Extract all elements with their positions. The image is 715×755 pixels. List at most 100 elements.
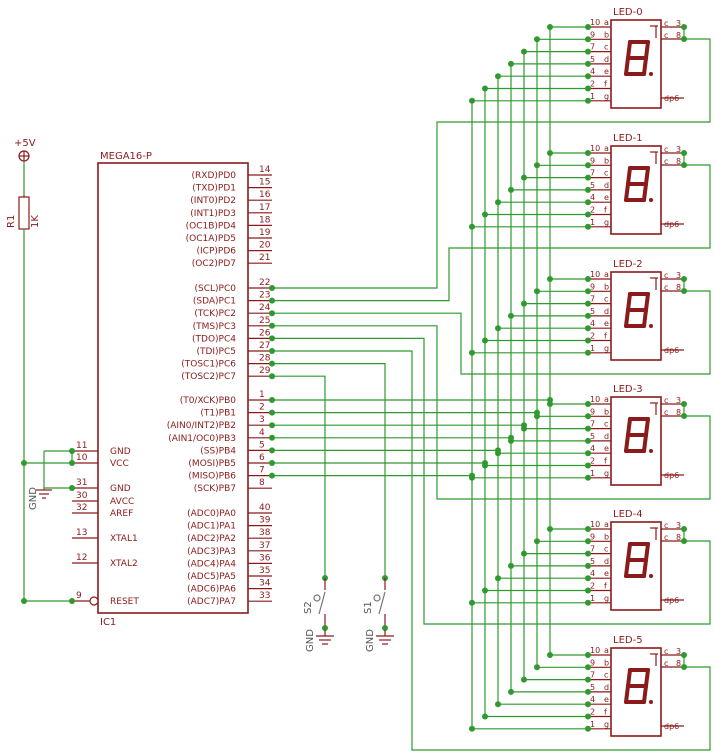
pb-dot-2 [269,422,275,429]
led-pin-seg-0-1: b [604,30,609,39]
led-dp-label-5: dp6 [664,722,679,731]
led-pin-seg-0-2: c [604,43,608,52]
ic-left-pin-name-5: XTAL1 [110,534,138,544]
led-pin-num-5-6: 1 [590,720,595,729]
ic-pin-num-29: 29 [259,366,271,376]
ic-designator: IC1 [100,617,116,628]
led-pin-num-5-3: 5 [590,683,595,692]
ic-pin-num-27: 27 [259,341,270,351]
led-pin-num-5-2: 7 [590,671,595,680]
reset-pin-dot [69,598,75,604]
led-pin-num-2-4: 4 [590,319,595,328]
ic-pin-name-40: (ADC0)PA0 [187,509,236,519]
ic-pin-name-38: (ADC2)PA2 [187,534,236,544]
led-pin-num-4-0: 10 [590,520,600,529]
switch-gnd-label-S1: GND [365,629,376,652]
led-common-num-0-1: 8 [676,31,681,40]
led-pin-seg-5-4: e [604,695,609,704]
led-segment-0-1 [644,40,650,60]
led-pin-seg-4-0: a [604,520,609,529]
ic-pin-num-1: 1 [259,390,265,400]
ic-pin-name-23: (SDA)PC1 [193,297,236,307]
ic-pin-num-38: 38 [259,528,271,538]
led-dp-dot-2 [649,324,653,328]
pb-dot-3 [269,434,275,441]
ic-pin-num-35: 35 [259,566,270,576]
led-common-name-3-0: c [664,396,668,405]
ic-pin-name-4: (AIN1/OC0)PB3 [168,434,236,444]
ic-pin-name-36: (ADC4)PA4 [187,559,236,569]
led-pin-num-1-1: 9 [590,156,595,165]
led-pin-num-1-3: 5 [590,181,595,190]
led-pin-seg-5-2: c [604,671,608,680]
led-common-name-0-1: c [664,31,668,40]
led-pin-seg-0-4: e [604,67,609,76]
ic-pin-name-5: (SS)PB4 [200,446,236,456]
led-name-1: LED-1 [613,133,643,144]
pb-bus-dot-1 [534,409,540,416]
ic-pin-num-24: 24 [259,303,271,313]
led-pin-num-3-0: 10 [590,395,600,404]
led-segment-0-4 [624,56,630,76]
ic-pin-num-5: 5 [259,440,265,450]
led-pin-seg-5-3: d [604,683,609,692]
ic-pin-num-6: 6 [259,453,265,463]
pb-bus-dot-2 [521,422,527,429]
ic-left-pin-name-6: XTAL2 [110,559,138,569]
pb-dot-1 [269,409,275,416]
ic-pin-name-22: (SCL)PC0 [195,284,237,294]
led-digit-1 [624,166,653,202]
pc-route-2 [272,290,711,375]
led-pin-num-0-2: 7 [590,43,595,52]
ic-pin-num-34: 34 [259,579,271,589]
led-pin-seg-1-2: c [604,169,608,178]
pc7-dot [269,373,275,380]
led-segment-4-4 [624,558,630,578]
led-name-4: LED-4 [613,509,643,520]
led-pin-seg-0-0: a [604,18,609,27]
led-body-4 [610,521,662,611]
led-segment-3-1 [644,417,650,437]
ic-left-pin-name-1: VCC [110,459,129,469]
led-body-0 [610,19,662,109]
led-common-num-5-0: 3 [676,647,681,656]
pb-dot-0 [269,397,275,403]
ic-left-pin-num-13: 13 [76,528,87,538]
led-dp-label-3: dp6 [664,471,679,480]
led-segment-5-2 [642,684,648,704]
ic-pin-name-29: (TOSC2)PC7 [181,372,236,382]
led-pin-num-3-6: 1 [590,469,595,478]
switch-bot-dot-S2 [322,625,328,631]
gnd-left-label: GND [28,487,39,510]
ic-pin-num-4: 4 [259,428,265,438]
led-pin-seg-3-6: g [604,469,609,478]
pb-bus-dot-3 [508,434,514,441]
ic-pin-name-26: (TDO)PC4 [192,334,236,344]
pb-bus-dot-0 [547,397,553,403]
led-dp-dot-3 [649,449,653,453]
led-common-name-2-1: c [664,283,668,292]
switch-name-S2: S2 [303,601,314,614]
pc-route-3 [272,325,711,500]
ic-pin-num-16: 16 [259,190,271,200]
led-pin-seg-2-0: a [604,270,609,279]
ic-left-pin-name-2: GND [110,484,131,494]
led-pin-seg-3-2: c [604,420,608,429]
switch-wire-S2 [272,375,326,578]
led-pin-num-4-5: 2 [590,582,595,591]
led-segment-3-2 [642,433,648,453]
led-dp-label-2: dp6 [664,346,679,355]
switch-name-S1: S1 [363,601,374,614]
ic-pin-name-16: (INT0)PD2 [190,196,236,206]
resistor-value: 1K [30,215,41,228]
led-pin-num-3-5: 2 [590,457,595,466]
ic-left-pin-name-3: AVCC [110,497,134,507]
led-pin-num-5-0: 10 [590,646,600,655]
led-segment-1-5 [626,166,632,186]
led-pin-seg-4-3: d [604,557,609,566]
ic-left-pin-num-31: 31 [76,478,87,488]
ic-pin-num-20: 20 [259,241,271,251]
led-dp-label-4: dp6 [664,596,679,605]
ic-pin-name-25: (TMS)PC3 [193,322,236,332]
ic-pin-name-37: (ADC3)PA3 [187,547,236,557]
